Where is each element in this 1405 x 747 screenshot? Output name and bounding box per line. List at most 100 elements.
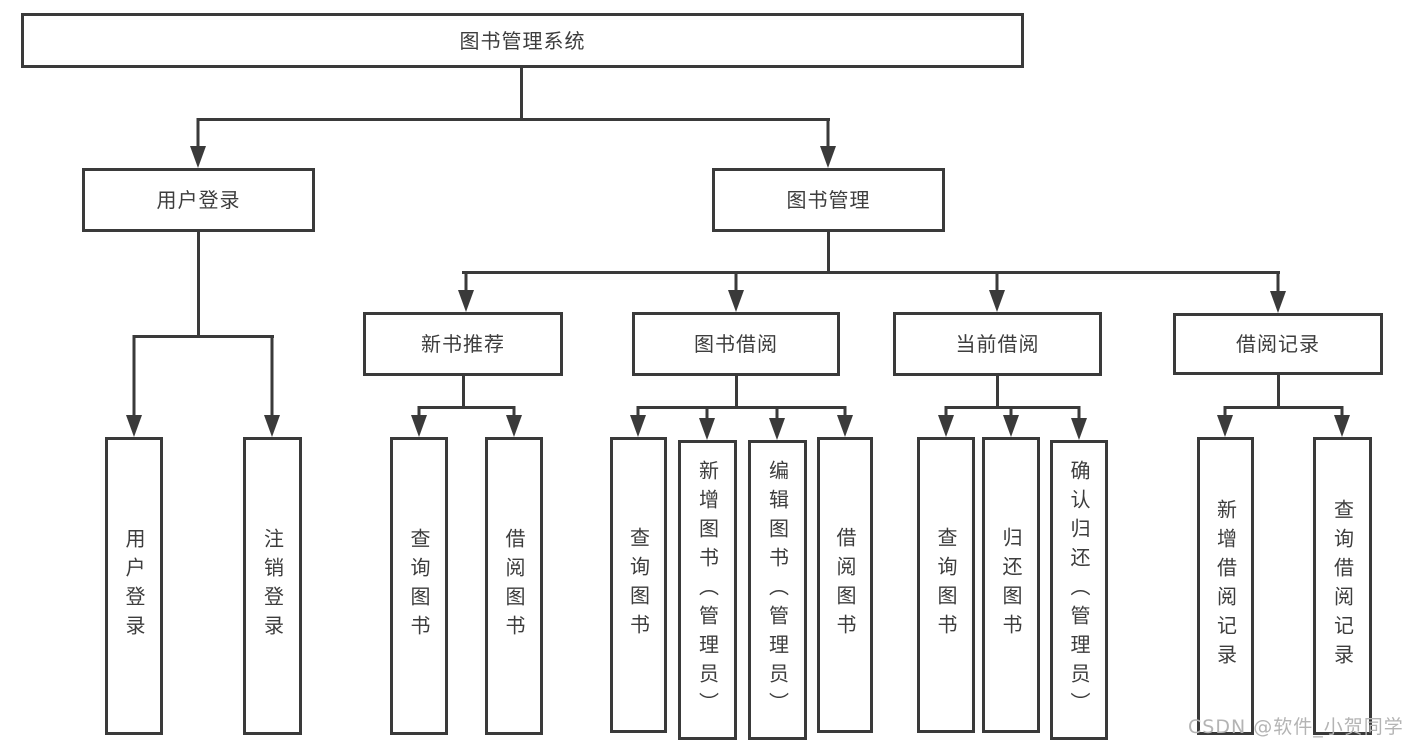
node-book-borrowing: 图书借阅 [632,312,840,376]
arrow-head [411,415,427,437]
node-label: 新书推荐 [421,332,505,356]
arrow-shaft [1077,406,1081,422]
connector-vline-1 [197,232,200,335]
node-label: 当前借阅 [955,332,1040,356]
connector-hline-6 [1224,406,1343,409]
arrow-head [190,146,206,168]
node-label: 借阅图书 [833,527,857,643]
arrow-head [1071,418,1087,440]
node-leaf-logout: 注销登录 [243,437,302,735]
arrow-head [820,146,836,168]
arrow-down-icon [820,118,836,168]
arrow-down-icon [506,406,522,437]
node-label: 用户登录 [156,188,241,212]
arrow-shaft [270,335,274,419]
arrow-down-icon [126,335,142,437]
node-leaf-borrow-add-book: 新增图书（管理员） [678,440,737,740]
node-leaf-recommend-borrow-book: 借阅图书 [485,437,543,735]
node-label: 图书借阅 [694,332,778,356]
arrow-down-icon [728,271,744,312]
arrow-down-icon [1217,406,1233,437]
csdn-watermark: CSDN @软件_小贺同学 [1188,716,1404,738]
connector-vline-5 [996,376,999,406]
arrow-down-icon [1334,406,1350,437]
arrow-head [1334,415,1350,437]
arrow-shaft [1340,406,1344,419]
node-root-system: 图书管理系统 [21,13,1024,68]
connector-vline-0 [520,68,523,118]
arrow-head [728,290,744,312]
arrow-head [938,415,954,437]
arrow-down-icon [699,406,715,440]
connector-vline-3 [462,376,465,406]
arrow-head [264,415,280,437]
arrow-down-icon [458,271,474,312]
connector-hline-5 [945,406,1080,409]
node-label: 查询图书 [626,527,651,643]
arrow-down-icon [769,406,785,440]
arrow-head [769,418,785,440]
arrow-down-icon [989,271,1005,312]
node-label: 查询图书 [407,528,431,644]
arrow-head [1270,291,1286,313]
node-user-login-module: 用户登录 [82,168,315,232]
connector-hline-2 [462,271,1280,274]
node-label: 新增图书（管理员） [695,459,720,721]
arrow-down-icon [630,406,646,437]
arrow-shaft [1223,406,1227,419]
arrow-head [458,290,474,312]
arrow-shaft [132,335,136,419]
node-label: 编辑图书（管理员） [765,459,790,721]
node-label: 归还图书 [999,527,1023,643]
arrow-head [506,415,522,437]
node-leaf-user-login: 用户登录 [105,437,163,735]
node-label: 查询借阅记录 [1330,499,1355,673]
node-leaf-borrow-borrow-book: 借阅图书 [817,437,873,733]
arrow-down-icon [190,118,206,168]
node-label: 注销登录 [260,528,285,644]
arrow-shaft [775,406,779,422]
node-label: 图书管理 [786,188,871,212]
node-label: 新增借阅记录 [1213,499,1238,673]
node-leaf-current-return-book: 归还图书 [982,437,1040,733]
arrow-head [630,415,646,437]
node-label: 查询图书 [934,527,958,643]
arrow-head [837,415,853,437]
arrow-shaft [417,406,421,419]
node-label: 借阅图书 [502,528,526,644]
node-book-management-module: 图书管理 [712,168,945,232]
node-leaf-record-query: 查询借阅记录 [1313,437,1372,735]
node-leaf-record-add: 新增借阅记录 [1197,437,1254,735]
arrow-shaft [705,406,709,422]
node-label: 用户登录 [122,528,146,644]
arrow-shaft [1009,406,1013,419]
arrow-shaft [826,118,830,150]
arrow-shaft [464,271,468,294]
arrow-head [699,418,715,440]
node-label: 借阅记录 [1236,332,1320,356]
arrow-down-icon [1270,271,1286,313]
connector-hline-4 [637,406,846,409]
arrow-down-icon [411,406,427,437]
arrow-shaft [843,406,847,419]
node-new-book-recommend: 新书推荐 [363,312,563,376]
arrow-shaft [512,406,516,419]
connector-hline-3 [418,406,515,409]
arrow-down-icon [837,406,853,437]
node-leaf-borrow-query-book: 查询图书 [610,437,667,733]
node-borrowing-records: 借阅记录 [1173,313,1383,375]
connector-hline-1 [133,335,274,338]
node-leaf-current-confirm-return: 确认归还（管理员） [1050,440,1108,740]
arrow-shaft [734,271,738,294]
arrow-shaft [196,118,200,150]
arrow-down-icon [264,335,280,437]
arrow-shaft [944,406,948,419]
arrow-down-icon [1071,406,1087,440]
node-leaf-borrow-edit-book: 编辑图书（管理员） [748,440,807,740]
node-label: 确认归还（管理员） [1067,459,1091,721]
arrow-down-icon [1003,406,1019,437]
connector-vline-4 [735,376,738,406]
connector-vline-6 [1277,375,1280,406]
arrow-head [126,415,142,437]
